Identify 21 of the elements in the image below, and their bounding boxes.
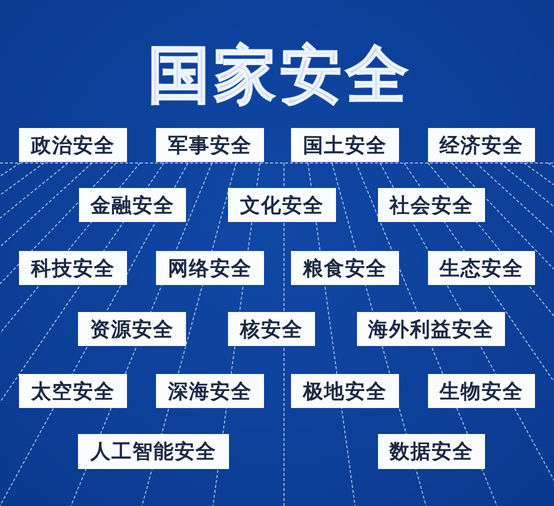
- topic-card: 极地安全: [291, 374, 399, 408]
- topic-card: 生态安全: [428, 251, 535, 285]
- topic-card: 国土安全: [291, 128, 399, 162]
- topic-card: 核安全: [228, 312, 315, 346]
- topic-card: 政治安全: [19, 128, 127, 162]
- topic-card: 粮食安全: [291, 251, 399, 285]
- topic-card: 生物安全: [428, 374, 535, 408]
- topic-card: 网络安全: [156, 251, 264, 285]
- topic-card: 数据安全: [378, 434, 485, 469]
- topic-card: 经济安全: [428, 128, 535, 162]
- topic-card: 科技安全: [19, 251, 127, 285]
- topic-card: 人工智能安全: [78, 434, 229, 469]
- topic-card: 太空安全: [19, 374, 127, 408]
- topic-card: 金融安全: [79, 188, 186, 222]
- topic-card: 海外利益安全: [357, 312, 505, 346]
- topic-card: 军事安全: [156, 128, 264, 162]
- topic-card: 资源安全: [78, 312, 186, 346]
- topic-card: 社会安全: [378, 188, 485, 222]
- topic-card: 文化安全: [228, 188, 336, 222]
- title: 国家安全: [147, 38, 413, 112]
- topic-card: 深海安全: [156, 374, 264, 408]
